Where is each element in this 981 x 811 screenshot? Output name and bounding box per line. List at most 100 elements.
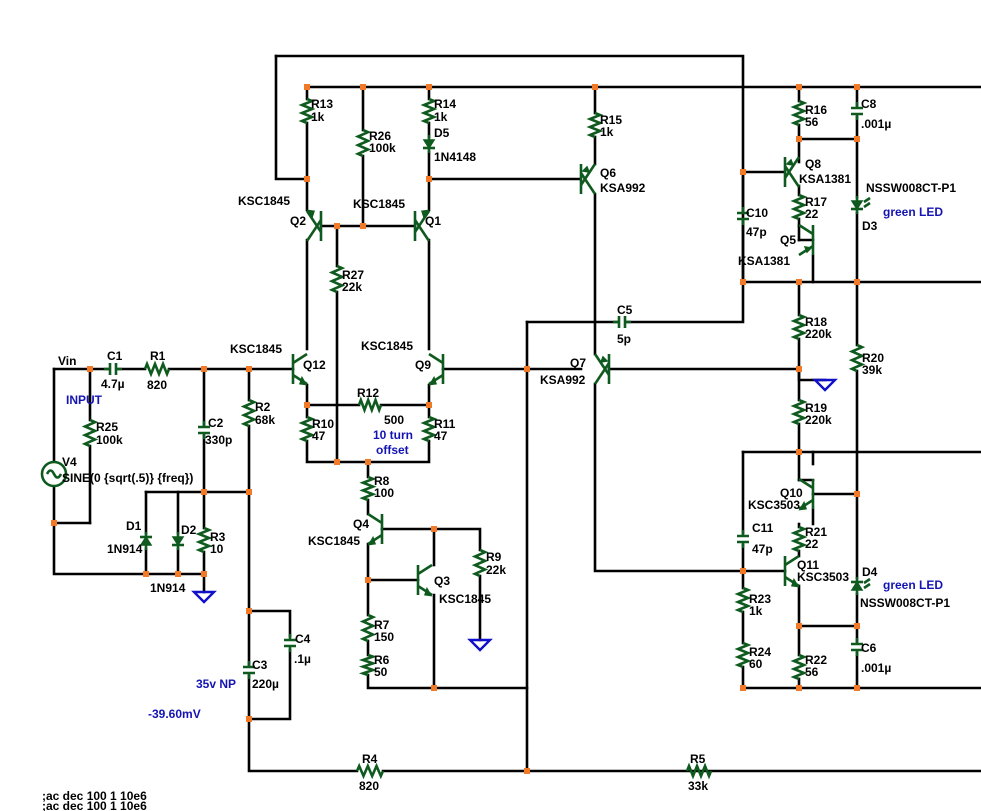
- label-ref-R5: R5: [690, 752, 706, 766]
- capacitor-C2: [198, 421, 210, 439]
- junction-dot: [854, 623, 860, 629]
- label-ref-R21: R21: [805, 525, 827, 539]
- label-ref-R9: R9: [486, 550, 502, 564]
- d4-led-note: green LED: [883, 578, 943, 592]
- wires: [52, 54, 981, 773]
- label-val-C1: 4.7µ: [101, 377, 125, 391]
- label-ref-D3: D3: [862, 219, 878, 233]
- led-D3: [850, 196, 864, 214]
- label-val-C3: 220µ: [252, 677, 279, 691]
- label-ref-R15: R15: [600, 113, 622, 127]
- d3-led-note: green LED: [883, 205, 943, 219]
- label-ref-R2: R2: [255, 400, 271, 414]
- transistor-Q4: [367, 512, 384, 546]
- label-ref-R26: R26: [369, 129, 391, 143]
- label-val-Q11: KSC3503: [797, 570, 849, 584]
- capacitor-C1: [104, 363, 122, 375]
- label-ref-Q2: Q2: [290, 214, 306, 228]
- junction-dot: [201, 489, 207, 495]
- junction-dot: [365, 459, 371, 465]
- junction-dot: [740, 685, 746, 691]
- transistor-Q9: [428, 352, 445, 386]
- label-ref-Q3: Q3: [434, 574, 450, 588]
- transistor-Q3: [416, 563, 433, 597]
- label-val-R15: 1k: [600, 125, 614, 139]
- label-val-R27: 22k: [342, 280, 362, 294]
- junction-dot: [143, 571, 149, 577]
- label-ref-D1: D1: [126, 519, 142, 533]
- resistor-R13: [298, 97, 316, 125]
- junction-dot: [87, 366, 93, 372]
- label-ref-C2: C2: [208, 416, 224, 430]
- label-val-Q2: KSC1845: [238, 194, 290, 208]
- resistor-R19: [790, 398, 808, 426]
- junction-dot: [175, 571, 181, 577]
- r12-turn-note: 10 turn: [373, 428, 413, 442]
- label-ref-R23: R23: [749, 592, 771, 606]
- label-val-C8: .001µ: [861, 117, 891, 131]
- label-ref-R4: R4: [362, 752, 378, 766]
- junction-dot: [431, 526, 437, 532]
- label-ref-R14: R14: [434, 97, 456, 111]
- junction-dot: [304, 84, 310, 90]
- label-val-D3: NSSW008CT-P1: [866, 181, 956, 195]
- label-ref-Q6: Q6: [600, 166, 616, 180]
- transistor-Q5: [798, 223, 815, 257]
- junction-dot: [524, 768, 530, 774]
- vin-label: Vin: [58, 354, 76, 368]
- label-val-Q10: KSC3503: [748, 498, 800, 512]
- led-D4: [850, 577, 864, 595]
- label-ref-R20: R20: [862, 351, 884, 365]
- capacitor-C6: [851, 638, 863, 656]
- diode-D5: [422, 135, 436, 153]
- label-val-Q5: KSA1381: [738, 254, 790, 268]
- junction-dot: [854, 136, 860, 142]
- label-ref-R17: R17: [805, 195, 827, 209]
- label-val-D2: 1N914: [150, 581, 186, 595]
- resistor-R27: [328, 264, 346, 294]
- label-val-D1: 1N914: [107, 542, 143, 556]
- label-ref-R22: R22: [805, 653, 827, 667]
- junction-dot: [334, 459, 340, 465]
- label-val-C6: .001µ: [861, 661, 891, 675]
- label-ref-R8: R8: [374, 474, 390, 488]
- label-ref-Q8: Q8: [805, 157, 821, 171]
- label-ref-R7: R7: [374, 618, 390, 632]
- junction-dot: [431, 685, 437, 691]
- label-val-C4: .1µ: [294, 652, 311, 666]
- label-val-Q8: KSA1381: [799, 172, 851, 186]
- resistor-R3: [195, 526, 213, 554]
- junction-dot: [796, 623, 802, 629]
- junction-dot: [854, 685, 860, 691]
- label-val-Q4: KSC1845: [308, 534, 360, 548]
- junction-dot: [592, 84, 598, 90]
- label-val-C2: 330p: [205, 433, 232, 447]
- transistor-Q10: [798, 477, 815, 511]
- label-ref-D5: D5: [434, 126, 450, 140]
- label-ref-R25: R25: [96, 420, 118, 434]
- junction-dot: [334, 223, 340, 229]
- label-val-R19: 220k: [805, 413, 832, 427]
- junction-dot: [365, 577, 371, 583]
- label-val-R11: 47: [434, 429, 448, 443]
- ground-symbol: [812, 378, 838, 392]
- junction-dot: [246, 366, 252, 372]
- label-ref-R24: R24: [749, 645, 771, 659]
- label-val-D5: 1N4148: [434, 150, 476, 164]
- label-val-C10: 47p: [746, 225, 767, 239]
- label-val-R18: 220k: [805, 327, 832, 341]
- label-val-V4: SINE(0 {sqrt(.5)} {freq}): [62, 471, 193, 485]
- junction-dot: [740, 568, 746, 574]
- label-ref-R19: R19: [805, 401, 827, 415]
- ground-symbol: [467, 638, 493, 652]
- led-D4-emission: [863, 577, 871, 590]
- resistor-R6: [358, 653, 378, 677]
- resistor-R23: [734, 586, 752, 614]
- label-ref-C5: C5: [617, 303, 633, 317]
- label-val-Q7: KSA992: [540, 373, 586, 387]
- junction-dot: [51, 520, 57, 526]
- resistor-R24: [734, 641, 752, 669]
- label-ref-R27: R27: [342, 268, 364, 282]
- resistor-R25: [81, 418, 99, 448]
